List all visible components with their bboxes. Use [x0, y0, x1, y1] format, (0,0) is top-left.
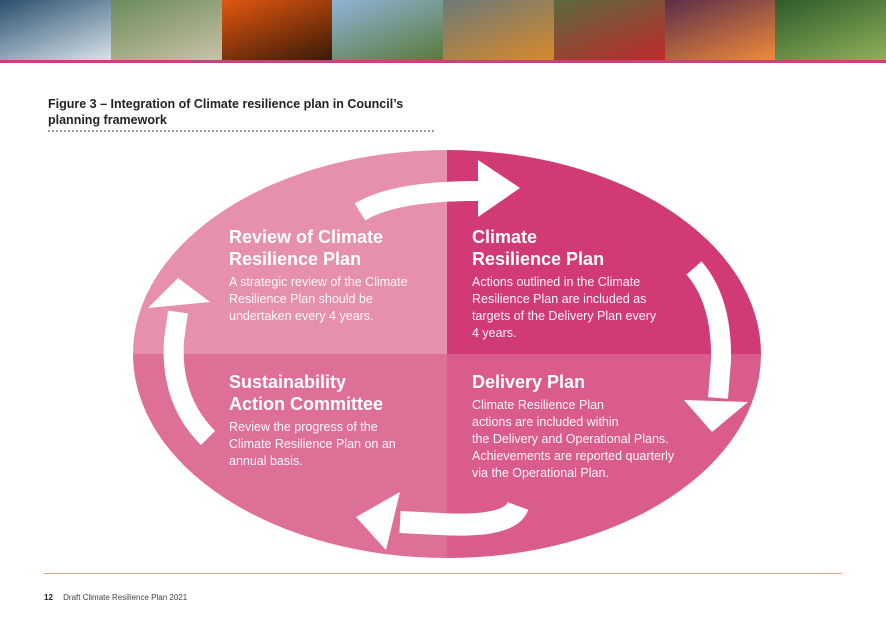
climate-resilience-body: Actions outlined in the Climate Resilien…	[472, 275, 657, 340]
delivery-plan-heading: Delivery Plan	[472, 372, 586, 392]
sustainability-heading: Sustainability Action Committee	[229, 372, 384, 414]
arrow-left-up-icon	[148, 278, 216, 446]
footer-document-title: Draft Climate Resilience Plan 2021	[63, 593, 188, 602]
bushfire-photo	[221, 0, 333, 60]
flooded-road-sign-photo	[443, 0, 554, 60]
house-garden-photo	[110, 0, 222, 60]
review-heading: Review of Climate Resilience Plan	[229, 227, 384, 269]
green-roof-building-photo	[332, 0, 443, 60]
climate-resilience-heading: Climate Resilience Plan	[472, 227, 605, 269]
lightning-storm-photo	[664, 0, 776, 60]
arrow-right-down-icon	[684, 261, 748, 432]
wave-photo	[0, 0, 111, 60]
arrow-top-right-icon	[354, 160, 520, 221]
title-dotted-rule	[48, 130, 434, 132]
banner-accent-line	[0, 60, 886, 63]
quadrant-review-text: Review of Climate Resilience Plan A stra…	[229, 226, 444, 325]
delivery-plan-body: Climate Resilience Plan actions are incl…	[472, 398, 675, 480]
quadrant-delivery-plan-text: Delivery Plan Climate Resilience Plan ac…	[472, 371, 712, 482]
footer-rule	[44, 573, 842, 574]
review-body: A strategic review of the Climate Resili…	[229, 275, 408, 323]
rainforest-photo	[775, 0, 886, 60]
page-number: 12	[44, 593, 53, 602]
page-footer: 12 Draft Climate Resilience Plan 2021	[44, 593, 187, 602]
quadrant-sustainability-text: Sustainability Action Committee Review t…	[229, 371, 444, 470]
arrow-bottom-left-icon	[356, 492, 529, 550]
photo-banner	[0, 0, 886, 60]
figure-title: Figure 3 – Integration of Climate resili…	[48, 97, 404, 127]
fallen-tree-car-photo	[553, 0, 665, 60]
quadrant-climate-resilience-text: Climate Resilience Plan Actions outlined…	[472, 226, 702, 342]
sustainability-body: Review the progress of the Climate Resil…	[229, 420, 396, 468]
